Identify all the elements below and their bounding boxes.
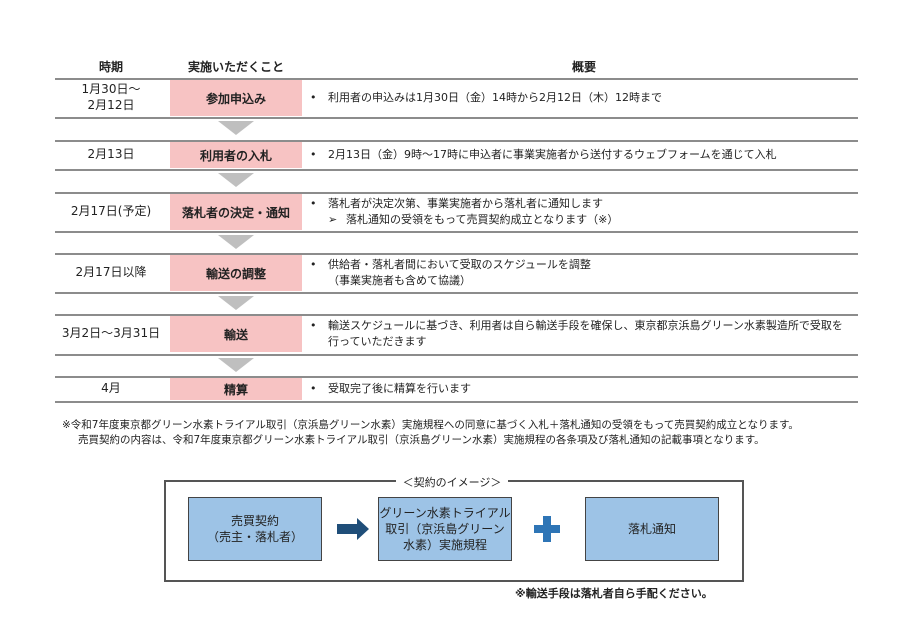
table-divider — [55, 231, 858, 233]
bullet-icon: • — [310, 258, 317, 272]
row-summary: • 供給者・落札者間において受取のスケジュールを調整 （事業実施者も含めて協議） — [310, 255, 858, 291]
footnote-line1: ※令和7年度東京都グリーン水素トライアル取引（京浜島グリーン水素）実施規程への同… — [62, 419, 799, 431]
row-action: 輸送の調整 — [170, 255, 302, 291]
footnote-line2: 売買契約の内容は、令和7年度東京都グリーン水素トライアル取引（京浜島グリーン水素… — [78, 434, 765, 446]
bullet-icon: • — [310, 91, 317, 105]
flow-down-arrow-icon — [218, 173, 254, 187]
table-divider — [55, 354, 858, 356]
summary-text: 利用者の申込みは1月30日（金）14時から2月12日（木）12時まで — [328, 91, 662, 105]
table-divider — [55, 192, 858, 194]
row-period: 2月13日 — [87, 147, 135, 162]
row-action: 落札者の決定・通知 — [170, 194, 302, 230]
flow-down-arrow-icon — [218, 235, 254, 249]
implementation-rules-label: グリーン水素トライアル 取引（京浜島グリーン 水素）実施規程 — [379, 505, 511, 553]
table-divider — [55, 253, 858, 255]
summary-text: 受取完了後に精算を行います — [328, 382, 471, 396]
row-summary: • 輸送スケジュールに基づき、利用者は自ら輸送手段を確保し、東京都京浜島グリーン水… — [310, 316, 858, 352]
row-period: 2月17日以降 — [75, 265, 147, 280]
table-divider — [55, 140, 858, 142]
transport-note: ※輸送手段は落札者自ら手配ください。 — [515, 587, 713, 600]
summary-text: 行っていただきます — [328, 335, 427, 348]
row-period: 2月17日(予定) — [70, 204, 152, 219]
flow-down-arrow-icon — [218, 358, 254, 372]
row-period: 1月30日～ 2月12日 — [81, 82, 141, 112]
bullet-icon — [310, 334, 328, 350]
plus-icon — [534, 516, 560, 542]
header-period: 時期 — [98, 60, 123, 74]
table-divider — [55, 314, 858, 316]
summary-text: （事業実施者も含めて協議） — [328, 274, 471, 287]
summary-text: 輸送スケジュールに基づき、利用者は自ら輸送手段を確保し、東京都京浜島グリーン水素… — [328, 319, 843, 333]
table-divider — [55, 117, 858, 119]
arrow-bullet-icon: ➢ — [328, 213, 338, 226]
implementation-rules-box: グリーン水素トライアル 取引（京浜島グリーン 水素）実施規程 — [378, 497, 512, 561]
row-summary: • 落札者が決定次第、事業実施者から落札者に通知します ➢ 落札通知の受領をもって売買… — [310, 194, 858, 230]
row-summary: • 利用者の申込みは1月30日（金）14時から2月12日（木）12時まで — [310, 80, 858, 116]
sales-contract-label: 売買契約 （売主・落札者） — [206, 513, 303, 544]
table-divider — [55, 401, 858, 403]
header-action: 実施いただくこと — [187, 60, 284, 74]
flow-down-arrow-icon — [218, 121, 254, 135]
summary-text: 供給者・落札者間において受取のスケジュールを調整 — [328, 258, 591, 272]
row-action: 参加申込み — [170, 80, 302, 116]
row-action: 輸送 — [170, 316, 302, 352]
award-notice-box: 落札通知 — [585, 497, 719, 561]
sales-contract-box: 売買契約 （売主・落札者） — [188, 497, 322, 561]
table-divider — [55, 292, 858, 294]
bullet-icon: • — [310, 382, 317, 396]
bullet-icon — [310, 273, 328, 289]
row-period: 3月2日～3月31日 — [61, 326, 161, 341]
bullet-icon: • — [310, 148, 317, 162]
right-arrow-icon — [337, 518, 369, 540]
row-action: 利用者の入札 — [170, 142, 302, 168]
summary-text: 落札者が決定次第、事業実施者から落札者に通知します — [328, 197, 603, 211]
table-divider — [55, 78, 858, 80]
row-action: 精算 — [170, 378, 302, 400]
flow-down-arrow-icon — [218, 296, 254, 310]
summary-text: 2月13日（金）9時～17時に申込者に事業実施者から送付するウェブフォームを通じ… — [328, 148, 777, 162]
award-notice-label: 落札通知 — [627, 521, 676, 536]
row-summary: • 受取完了後に精算を行います — [310, 378, 858, 400]
contract-image-title: ＜契約のイメージ＞ — [396, 474, 508, 490]
row-summary: • 2月13日（金）9時～17時に申込者に事業実施者から送付するウェブフォームを通… — [310, 142, 858, 168]
header-summary: 概要 — [571, 60, 596, 74]
bullet-icon: • — [310, 319, 317, 333]
row-period: 4月 — [101, 381, 121, 396]
bullet-icon: • — [310, 197, 317, 211]
summary-text: 落札通知の受領をもって売買契約成立となります（※） — [346, 213, 619, 226]
table-divider — [55, 169, 858, 171]
table-divider — [55, 376, 858, 378]
